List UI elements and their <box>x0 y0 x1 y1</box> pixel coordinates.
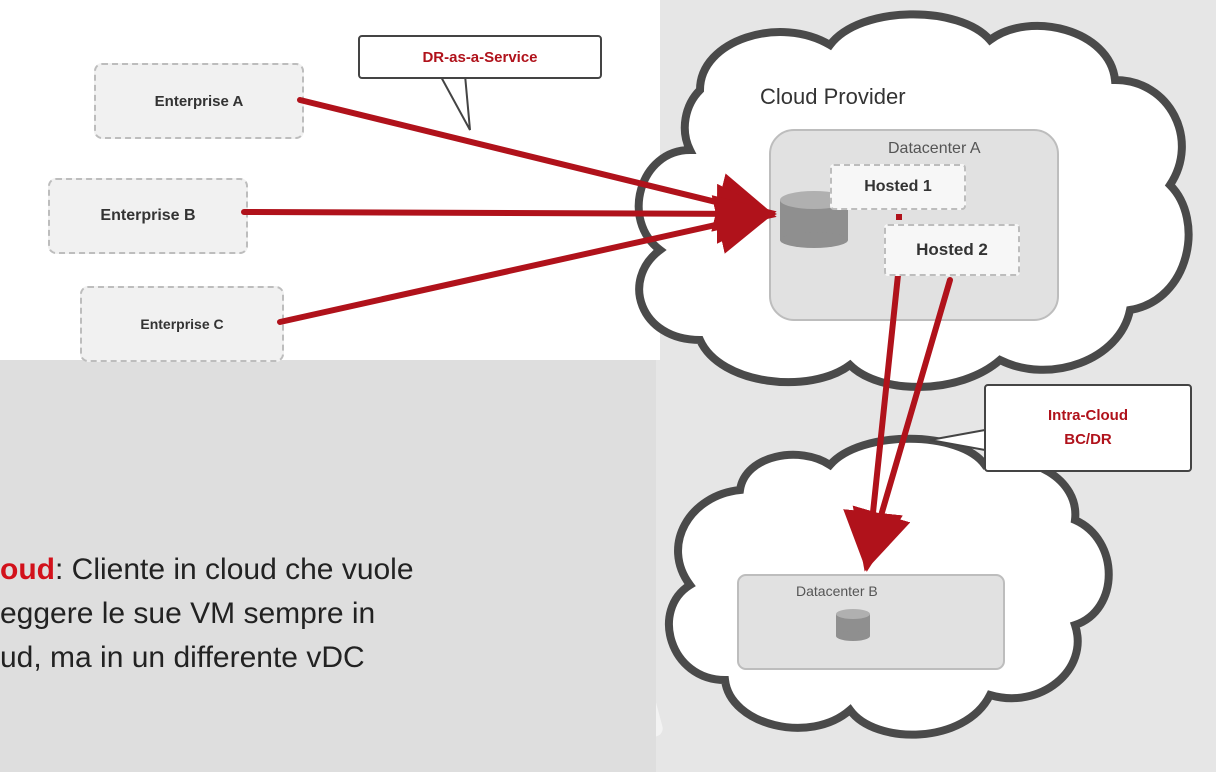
arrow-hosted-to-b-2 <box>852 277 953 572</box>
body-text: oud: Cliente in cloud che vuole eggere l… <box>0 548 650 680</box>
connector-dot <box>896 214 902 220</box>
intra-cloud-callout: Intra-Cloud BC/DR <box>984 384 1192 472</box>
arrow-enterprise-c <box>277 195 777 325</box>
enterprise-b-box: Enterprise B <box>48 178 248 254</box>
hosted-1-label: Hosted 1 <box>864 178 932 195</box>
intra-callout-pointer <box>929 429 986 451</box>
hosted-2-box: Hosted 2 <box>884 224 1020 276</box>
draas-callout-label: DR-as-a-Service <box>422 48 538 66</box>
enterprise-a-label: Enterprise A <box>154 92 244 110</box>
body-line-3: ud, ma in un differente vDC <box>0 641 365 674</box>
highlight-term: oud <box>0 553 55 586</box>
hosted-1-box: Hosted 1 <box>830 164 966 210</box>
enterprise-b-label: Enterprise B <box>100 207 196 224</box>
arrow-enterprise-b <box>241 183 777 244</box>
datacenter-a-label: Datacenter A <box>888 140 981 157</box>
arrow-enterprise-a <box>297 97 777 232</box>
enterprise-c-box: Enterprise C <box>80 286 284 362</box>
intra-callout-line1: Intra-Cloud <box>1048 407 1128 424</box>
enterprise-a-box: Enterprise A <box>94 63 304 139</box>
draas-callout: DR-as-a-Service <box>358 35 602 79</box>
enterprise-c-label: Enterprise C <box>140 316 224 332</box>
body-line-1: oud: Cliente in cloud che vuole <box>0 553 414 586</box>
text-panel <box>0 360 656 772</box>
hosted-2-label: Hosted 2 <box>916 240 988 259</box>
cloud-provider-label: Cloud Provider <box>760 84 906 109</box>
intra-callout-line2: BC/DR <box>1064 431 1112 448</box>
body-line-2: eggere le sue VM sempre in <box>0 597 376 630</box>
datacenter-b-box <box>737 574 1005 670</box>
storage-cylinder-b-icon <box>836 609 870 641</box>
datacenter-b-label: Datacenter B <box>796 583 878 599</box>
draas-callout-pointer <box>439 74 471 131</box>
